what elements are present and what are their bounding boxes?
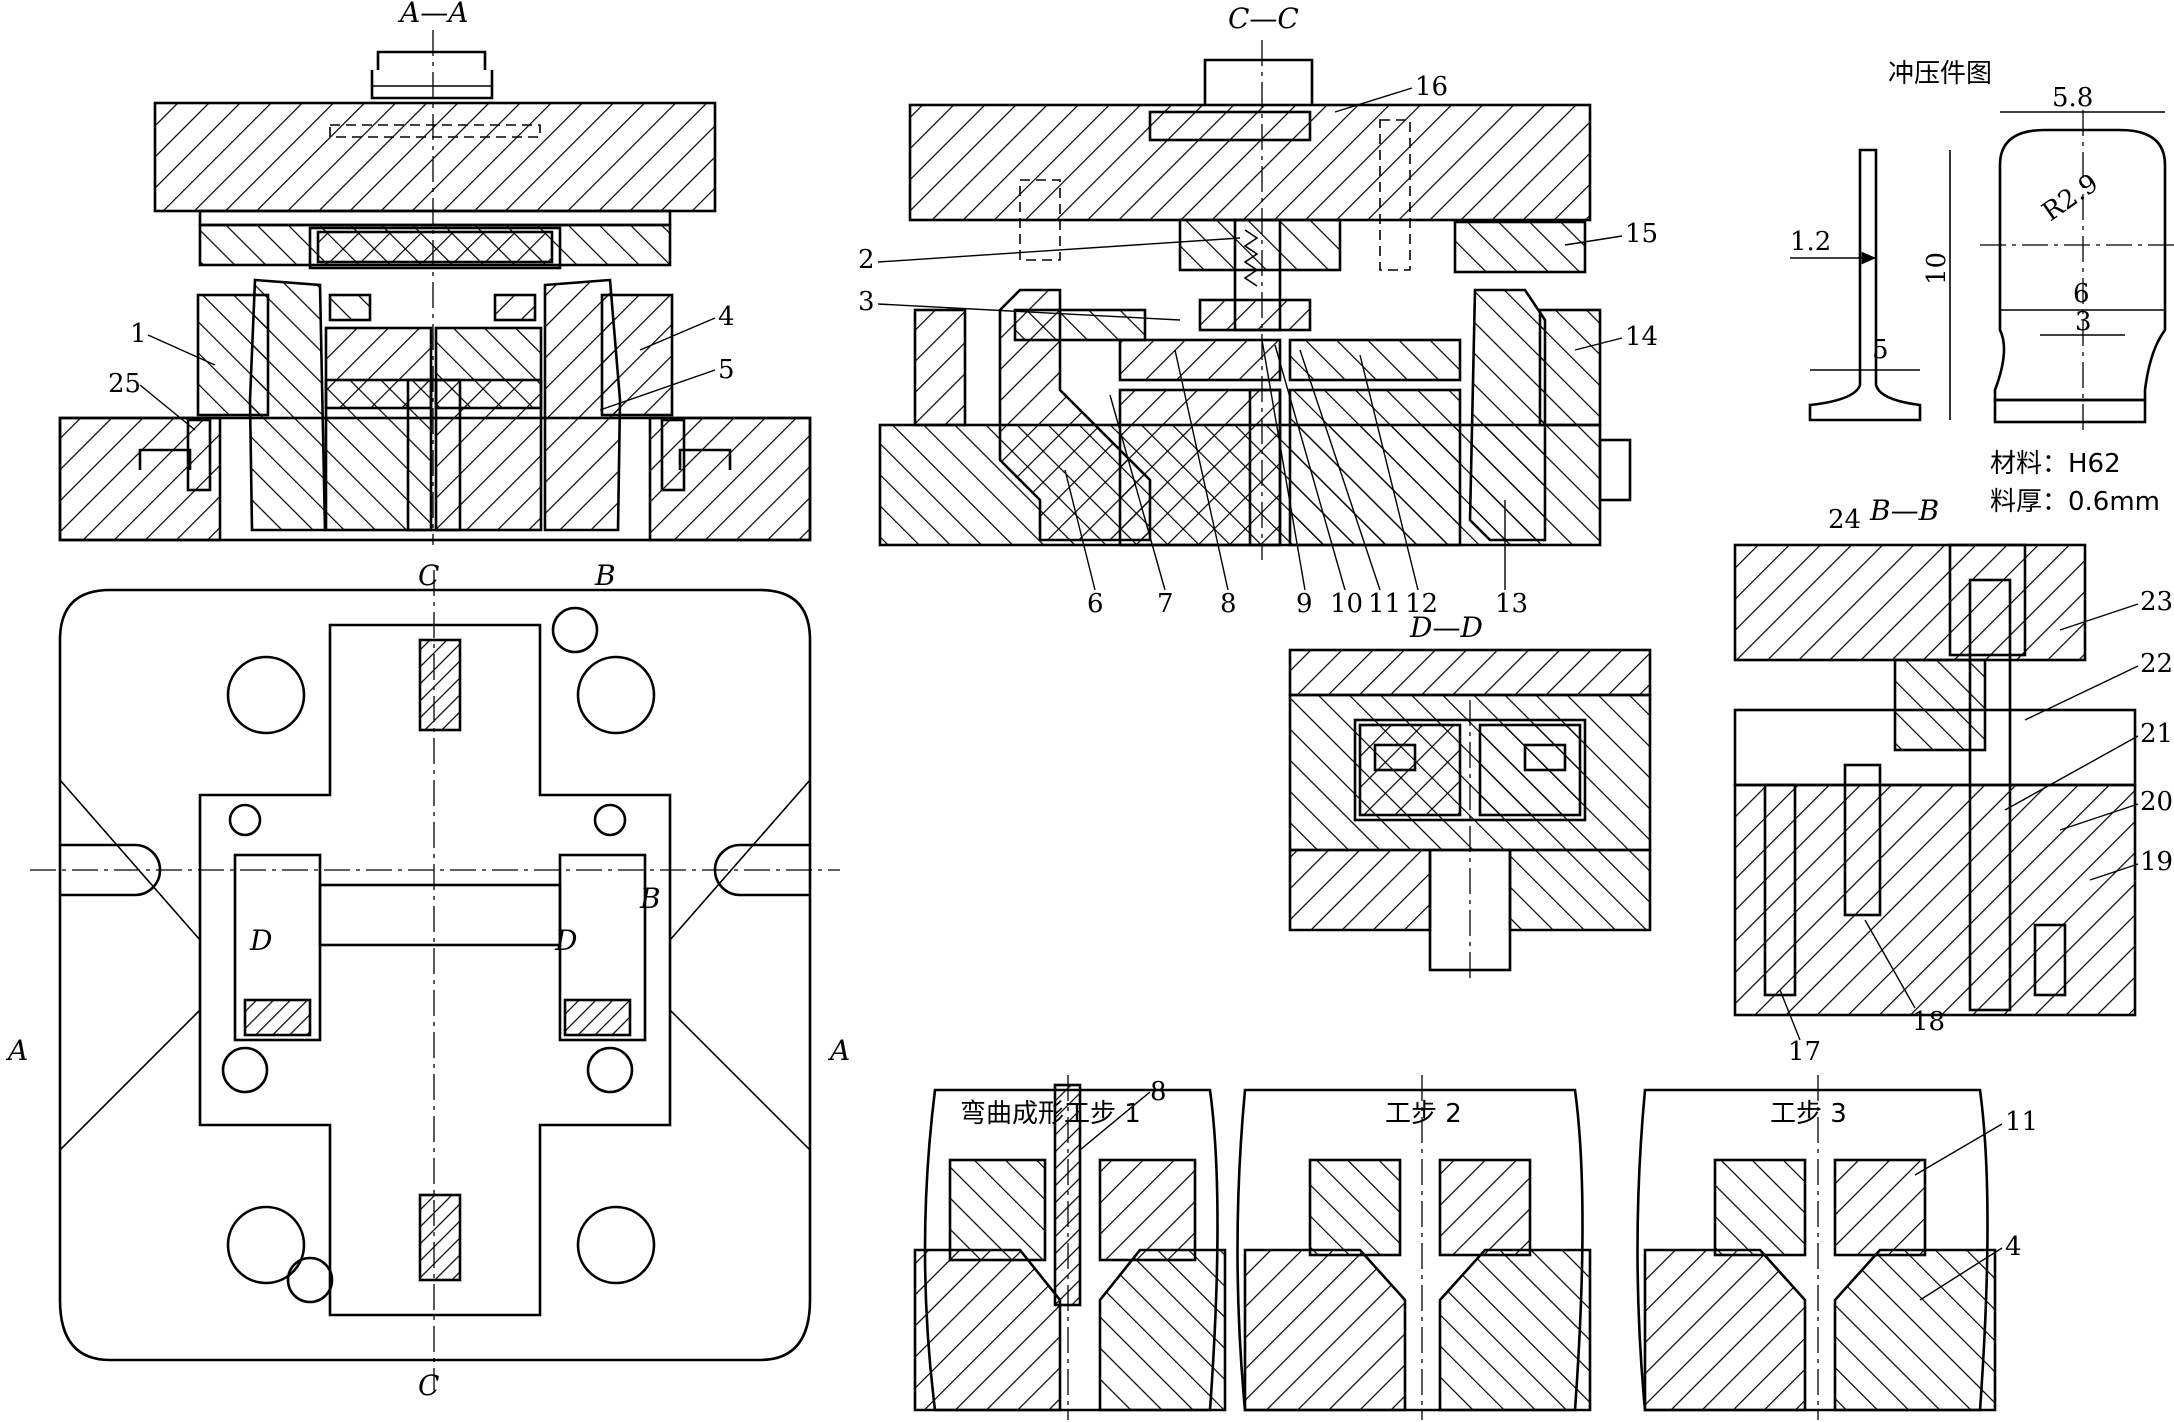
cut-label-d-left: D bbox=[249, 924, 272, 957]
cut-label-c-bottom: C bbox=[418, 1369, 439, 1402]
cut-label-a-right: A bbox=[827, 1034, 850, 1067]
step-3-title: 工步 3 bbox=[1770, 1099, 1847, 1129]
bending-step-3: 工步 3 11 4 bbox=[1636, 1075, 2038, 1420]
dim-5-8: 5.8 bbox=[2052, 83, 2093, 113]
label-17: 17 bbox=[1788, 1037, 1821, 1067]
cut-label-a-left: A bbox=[5, 1034, 28, 1067]
label-15: 15 bbox=[1625, 219, 1658, 249]
dim-10: 10 bbox=[1922, 252, 1952, 285]
label-9: 9 bbox=[1296, 589, 1313, 619]
section-dd-title: D—D bbox=[1409, 611, 1483, 644]
label-20: 20 bbox=[2140, 787, 2173, 817]
cut-label-c-top: C bbox=[418, 559, 439, 592]
label-23: 23 bbox=[2140, 587, 2173, 617]
stamped-part-drawing: 冲压件图 10 1.2 5 5.8 R2.9 6 3 材料：H62 料厚：0.6… bbox=[1790, 59, 2174, 517]
label-7: 7 bbox=[1157, 589, 1174, 619]
step-3-label-11: 11 bbox=[2005, 1107, 2038, 1137]
label-24: 24 bbox=[1828, 505, 1861, 535]
label-2: 2 bbox=[858, 245, 875, 275]
label-22: 22 bbox=[2140, 649, 2173, 679]
thickness-note: 料厚：0.6mm bbox=[1990, 487, 2160, 517]
dim-r2-9: R2.9 bbox=[2037, 168, 2104, 228]
label-14: 14 bbox=[1625, 322, 1658, 352]
cut-label-b-right: B bbox=[639, 882, 661, 915]
label-5: 5 bbox=[718, 355, 735, 385]
label-18: 18 bbox=[1912, 1007, 1945, 1037]
section-bb-title: B—B bbox=[1869, 494, 1939, 527]
label-3: 3 bbox=[858, 287, 875, 317]
stamped-part-title: 冲压件图 bbox=[1888, 59, 1992, 89]
section-aa-title: A—A bbox=[397, 0, 468, 29]
plan-view: C B B D D A A C bbox=[5, 559, 850, 1402]
material-note: 材料：H62 bbox=[1990, 449, 2121, 479]
step-3-label-4: 4 bbox=[2005, 1232, 2022, 1262]
label-21: 21 bbox=[2140, 719, 2173, 749]
dim-3: 3 bbox=[2075, 307, 2092, 337]
label-10: 10 bbox=[1330, 589, 1363, 619]
step-1-label-8: 8 bbox=[1150, 1077, 1167, 1107]
label-6: 6 bbox=[1087, 589, 1104, 619]
bending-step-2: 工步 2 bbox=[1236, 1075, 1592, 1420]
section-dd: D—D bbox=[1288, 611, 1652, 980]
label-4: 4 bbox=[718, 302, 735, 332]
section-aa: A—A 1 2 bbox=[58, 0, 812, 545]
step-1-title: 弯曲成形工步 1 bbox=[960, 1099, 1141, 1129]
section-cc: C—C 16 2 3 15 14 bbox=[858, 2, 1658, 619]
dim-5: 5 bbox=[1872, 335, 1889, 365]
dim-6: 6 bbox=[2073, 279, 2090, 309]
label-11: 11 bbox=[1368, 589, 1401, 619]
bending-step-1: 弯曲成形工步 1 8 bbox=[913, 1075, 1227, 1420]
cut-label-b-top: B bbox=[594, 559, 616, 592]
label-12: 12 bbox=[1405, 589, 1438, 619]
section-bb: B—B 24 23 22 21 20 19 17 18 bbox=[1733, 494, 2173, 1067]
label-25: 25 bbox=[108, 369, 141, 399]
dim-1-2: 1.2 bbox=[1790, 227, 1831, 257]
section-cc-title: C—C bbox=[1228, 2, 1299, 35]
step-2-title: 工步 2 bbox=[1385, 1099, 1462, 1129]
label-19: 19 bbox=[2140, 847, 2173, 877]
label-13: 13 bbox=[1495, 589, 1528, 619]
label-8: 8 bbox=[1220, 589, 1237, 619]
label-16: 16 bbox=[1415, 72, 1448, 102]
label-1: 1 bbox=[130, 319, 147, 349]
cut-label-d-right: D bbox=[554, 924, 577, 957]
